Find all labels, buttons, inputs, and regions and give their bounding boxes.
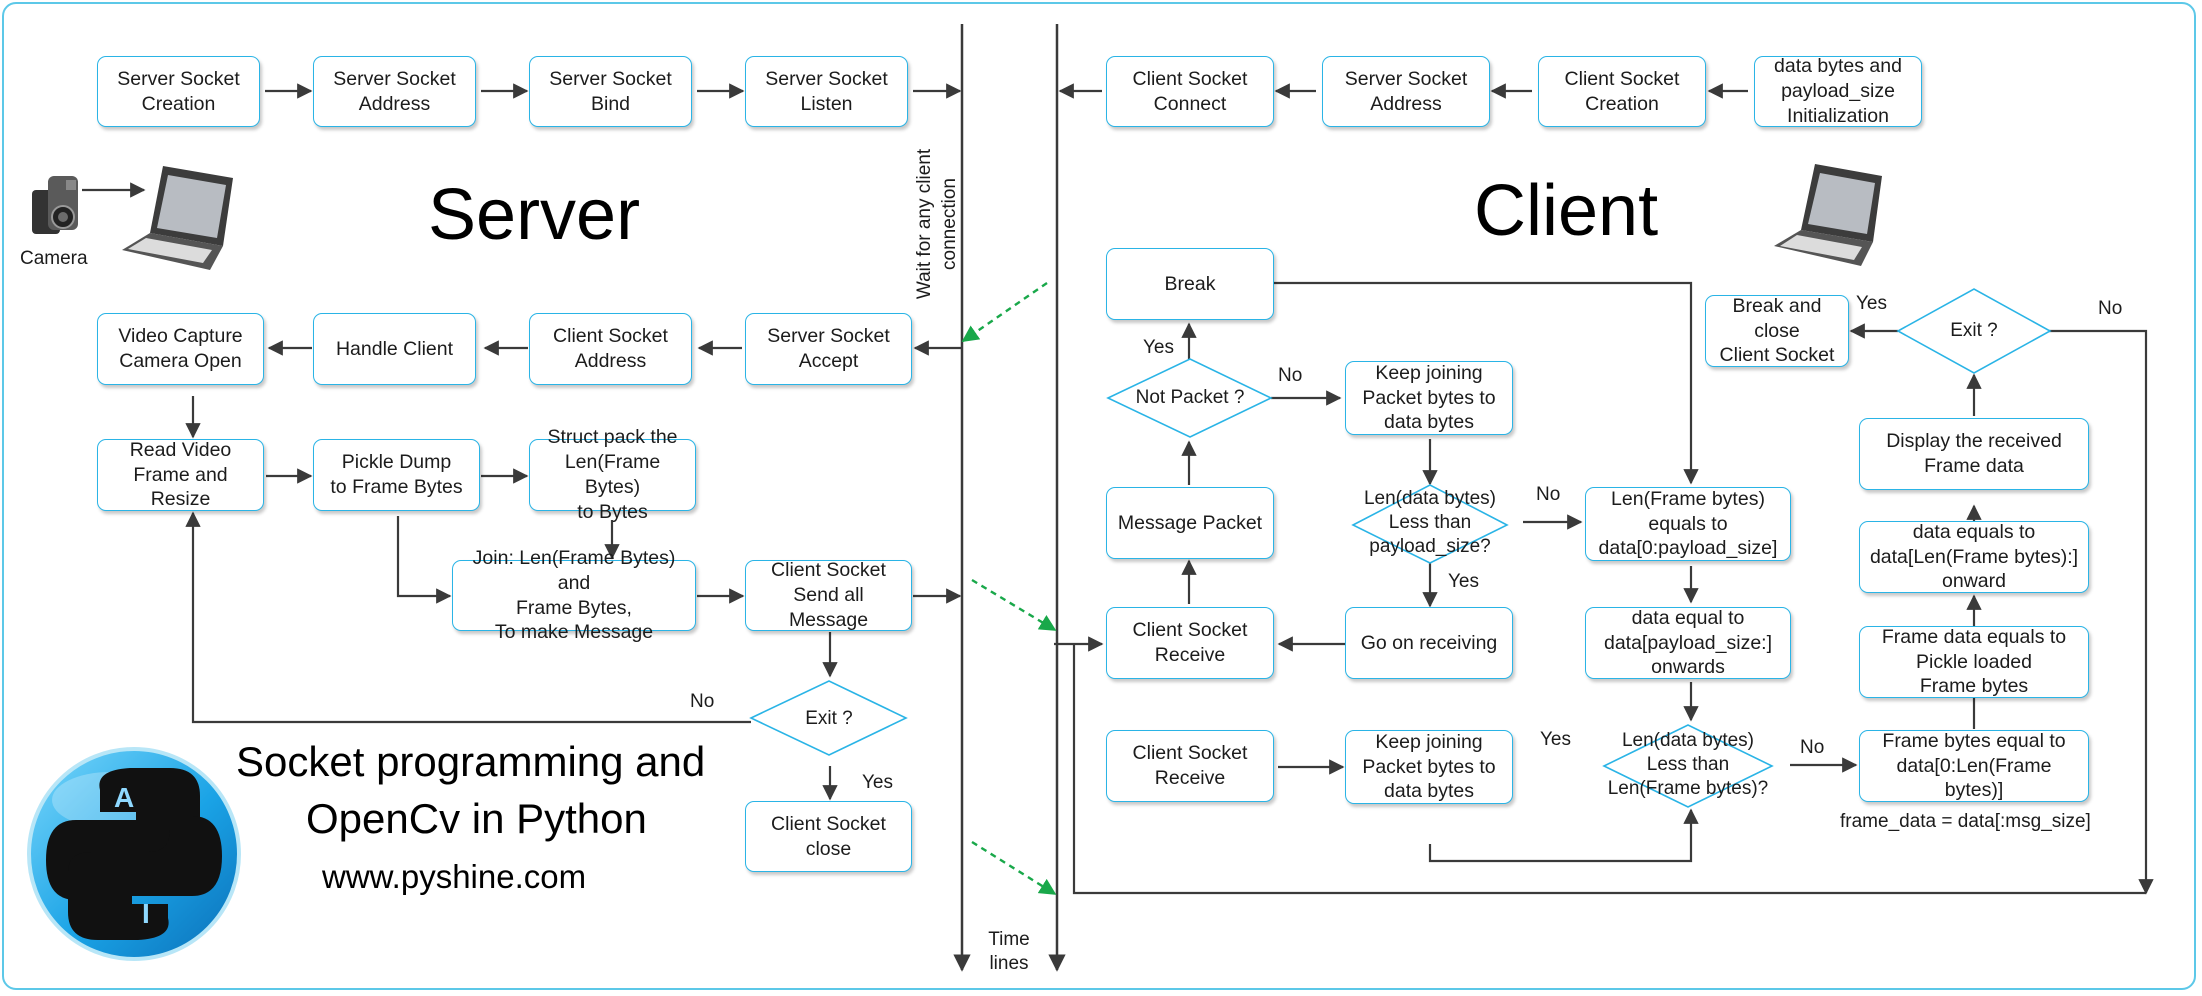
server-exit-yes: Yes: [862, 772, 893, 793]
client-exit-yes: Yes: [1856, 293, 1887, 314]
len-data2-text: Len(data bytes) Less than Len(Frame byte…: [1607, 729, 1769, 800]
footer-title-line1: Socket programming and: [236, 738, 706, 785]
client-socket-creation: Client Socket Creation: [1538, 56, 1706, 127]
server-title: Server: [428, 175, 641, 255]
pickle-dump: Pickle Dump to Frame Bytes: [313, 439, 480, 511]
len-data2-diamond: [1602, 724, 1774, 808]
client-socket-connect: Client Socket Connect: [1106, 56, 1274, 127]
server-socket-bind: Server Socket Bind: [529, 56, 692, 127]
client-exit-no: No: [2098, 298, 2123, 319]
not-packet-diamond: [1106, 358, 1273, 438]
len-data-yes: Yes: [1448, 571, 1479, 592]
data-init: data bytes and payload_size Initializati…: [1754, 55, 1922, 127]
footer-title-line2: OpenCv in Python: [306, 795, 647, 842]
server-arrows: [185, 83, 962, 801]
not-packet-no: No: [1278, 365, 1303, 386]
display-frame: Display the received Frame data: [1859, 418, 2089, 490]
timeline-axes: [953, 24, 1066, 972]
frame-data-pickle: Frame data equals to Pickle loaded Frame…: [1859, 626, 2089, 698]
frame-data-note: frame_data = data[:msg_size]: [1840, 811, 2091, 832]
client-arrows: [1054, 83, 2154, 895]
not-packet-yes: Yes: [1143, 337, 1174, 358]
not-packet-text: Not Packet ?: [1135, 386, 1245, 408]
len-data2-yes: Yes: [1540, 729, 1571, 750]
website-link[interactable]: www.pyshine.com: [322, 858, 587, 895]
client-exit-text: Exit ?: [1950, 319, 1998, 341]
connection-arrows: [961, 282, 1057, 896]
python-logo: [27, 747, 241, 961]
len-data2-no: No: [1800, 737, 1825, 758]
server-exit-no: No: [690, 691, 715, 712]
client-server-socket-address: Server Socket Address: [1322, 56, 1490, 127]
logo-letter-a: A: [114, 782, 135, 813]
len-data-diamond: [1351, 484, 1509, 564]
keep-joining-2: Keep joining Packet bytes to data bytes: [1345, 730, 1513, 804]
go-on-receiving: Go on receiving: [1345, 607, 1513, 679]
server-client-socket-address: Client Socket Address: [529, 313, 692, 385]
read-video-frame: Read Video Frame and Resize: [97, 439, 264, 511]
video-capture-open: Video Capture Camera Open: [97, 313, 264, 385]
logo-letter-i: I: [142, 898, 150, 929]
wait-connection-label: Wait for any client connection: [914, 148, 960, 300]
server-exit-text: Exit ?: [805, 707, 853, 729]
server-laptop-icon: [122, 166, 233, 270]
server-exit-diamond: [749, 680, 908, 756]
server-socket-accept: Server Socket Accept: [745, 313, 912, 385]
struct-pack: Struct pack the Len(Frame Bytes) to Byte…: [529, 426, 696, 523]
break-close-socket: Break and close Client Socket: [1705, 295, 1849, 367]
client-exit-diamond: [1896, 288, 2052, 374]
len-data-text: Len(data bytes) Less than payload_size?: [1363, 487, 1497, 558]
server-socket-creation: Server Socket Creation: [97, 56, 260, 127]
break-box: Break: [1106, 248, 1274, 320]
len-frame-equals: Len(Frame bytes) equals to data[0:payloa…: [1585, 487, 1791, 561]
decision-shapes: [749, 288, 2052, 808]
data-equals-onward: data equals to data[Len(Frame bytes):] o…: [1859, 521, 2089, 593]
client-socket-receive-2: Client Socket Receive: [1106, 730, 1274, 802]
client-socket-receive-1: Client Socket Receive: [1106, 607, 1274, 679]
keep-joining-1: Keep joining Packet bytes to data bytes: [1345, 361, 1513, 435]
client-socket-close: Client Socket close: [745, 801, 912, 872]
client-laptop-icon: [1774, 164, 1882, 266]
data-equal-payload: data equal to data[payload_size:] onward…: [1585, 607, 1791, 679]
message-packet: Message Packet: [1106, 487, 1274, 559]
client-socket-send: Client Socket Send all Message: [745, 559, 912, 631]
server-socket-address: Server Socket Address: [313, 56, 476, 127]
camera-icon: [32, 176, 78, 234]
client-title: Client: [1474, 171, 1659, 251]
frame-bytes-equal: Frame bytes equal to data[0:Len(Frame by…: [1859, 730, 2089, 802]
len-data-no: No: [1536, 484, 1561, 505]
handle-client: Handle Client: [313, 313, 476, 385]
time-lines-label: Time lines: [988, 928, 1030, 974]
camera-label: Camera: [20, 248, 88, 269]
server-socket-listen: Server Socket Listen: [745, 56, 908, 127]
join-message: Join: Len(Frame Bytes) and Frame Bytes, …: [452, 547, 696, 643]
